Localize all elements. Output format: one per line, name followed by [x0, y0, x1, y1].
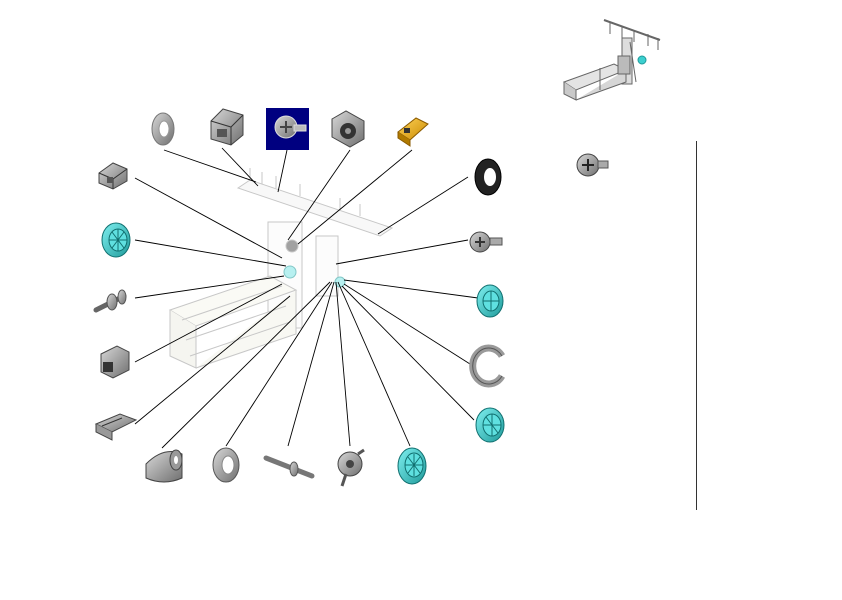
washer-part-right-1[interactable] [474, 158, 502, 196]
e-ring-part-right-4[interactable] [469, 344, 506, 388]
assembly-thumbnail[interactable] [562, 19, 661, 101]
screw-part-top-3[interactable] [274, 115, 307, 139]
screw-part-right-2[interactable] [469, 231, 503, 253]
clip-part-left-1[interactable] [98, 162, 128, 190]
connector-part-top-5[interactable] [397, 117, 429, 147]
shaft-part-bottom-3[interactable] [263, 455, 315, 479]
gear-part-bottom-5[interactable] [397, 447, 427, 485]
motor-plate-part-top-4[interactable] [331, 110, 365, 148]
main-assembly [168, 168, 394, 369]
socket-part-left-5[interactable] [94, 413, 138, 441]
gear-part-right-5[interactable] [475, 407, 505, 443]
gear-part-left-2[interactable] [101, 222, 131, 258]
roller-part-bottom-1[interactable] [145, 449, 183, 483]
holder-part-left-4[interactable] [100, 345, 130, 379]
ring-part-bottom-2[interactable] [212, 447, 240, 483]
panel-divider [696, 141, 697, 510]
pin-part-left-3[interactable] [93, 289, 127, 313]
bracket-part-top-2[interactable] [210, 108, 244, 146]
gear-part-right-3[interactable] [476, 284, 504, 318]
leader-lines [134, 147, 479, 449]
cam-part-bottom-4[interactable] [337, 448, 365, 487]
screw-part-legend[interactable] [576, 153, 609, 177]
washer-part-top-1[interactable] [151, 112, 175, 146]
